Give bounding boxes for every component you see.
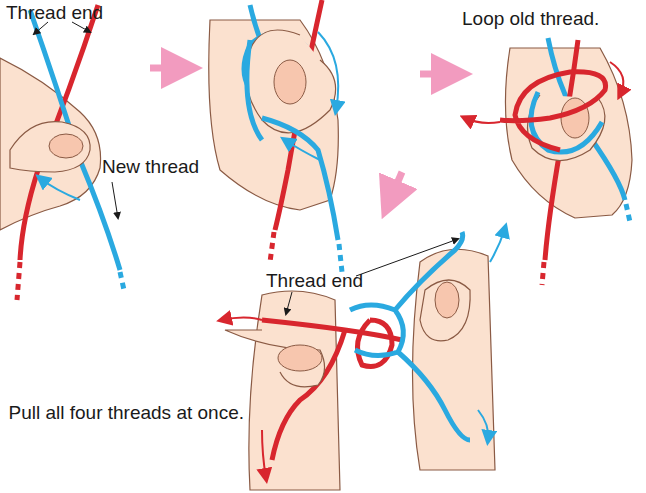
- step-four-part: [350, 305, 403, 356]
- step-one-part: [40, 178, 80, 200]
- new-thread-label: New thread: [102, 156, 242, 178]
- loop-old-thread-label: Loop old thread.: [462, 8, 642, 30]
- step-one-part: [17, 262, 20, 300]
- step-four-part: [356, 239, 458, 276]
- step-four: [222, 228, 505, 490]
- step-three: [465, 38, 632, 285]
- step-one-part: [0, 58, 101, 230]
- step-two: [209, 0, 342, 272]
- step-four-part: [490, 228, 505, 262]
- step-one-part: [49, 134, 83, 158]
- step-two-part: [285, 140, 320, 160]
- step-four-part: [225, 330, 325, 387]
- step-four-part: [420, 280, 470, 341]
- step-three-part: [626, 204, 630, 222]
- step-arrow: [420, 71, 452, 78]
- step-two-part: [209, 20, 339, 210]
- step-three-part: [610, 62, 623, 95]
- step-three-part: [542, 262, 544, 285]
- step-four-part: [478, 410, 488, 440]
- step-two-part: [318, 32, 338, 110]
- step-one-part: [120, 272, 124, 290]
- step-two-part: [339, 244, 342, 272]
- step-two-part: [270, 232, 274, 262]
- thread-end-label: Thread end: [6, 2, 126, 24]
- step-one: [0, 5, 124, 300]
- step-two-part: [274, 60, 306, 104]
- step-four-part: [262, 430, 266, 478]
- step-one-part: [112, 182, 118, 218]
- step-one-part: [34, 22, 48, 34]
- step-one-part: [10, 122, 90, 172]
- step-four-part: [286, 292, 292, 314]
- instruction-label: Pull all four threads at once.: [6, 402, 244, 424]
- step-four-part: [435, 282, 459, 318]
- step-arrow: [390, 172, 402, 200]
- step-four-part: [278, 345, 322, 371]
- step-two-part: [246, 30, 336, 133]
- step-one-part: [72, 22, 90, 32]
- step-three-part: [500, 72, 606, 150]
- step-two-part: [262, 118, 338, 240]
- step-two-part: [247, 40, 262, 140]
- step-three-part: [465, 118, 500, 123]
- thread-end-label: Thread end: [266, 270, 386, 292]
- step-four-part: [358, 320, 393, 366]
- step-four-part: [413, 249, 496, 470]
- step-four-part: [398, 352, 470, 440]
- step-four-part: [272, 330, 345, 460]
- step-four-part: [222, 318, 262, 321]
- step-arrow: [150, 65, 182, 72]
